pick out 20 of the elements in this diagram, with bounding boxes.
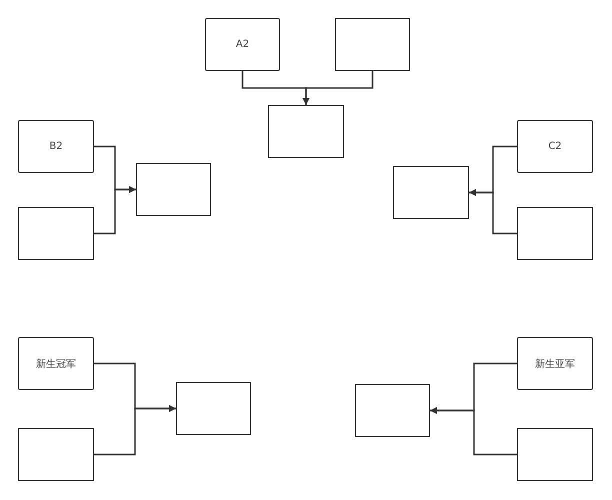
- empty-box: [517, 428, 593, 481]
- empty-box: [393, 166, 469, 219]
- empty-box: [18, 207, 94, 260]
- process-box: A2: [205, 18, 280, 71]
- connector-arrow: [94, 186, 136, 234]
- connector-arrow: [430, 407, 517, 456]
- connector-arrow: [469, 189, 517, 234]
- process-box: C2: [517, 120, 593, 173]
- process-box: 新生亚军: [517, 337, 593, 390]
- empty-box: [355, 384, 430, 437]
- empty-box: [136, 163, 211, 216]
- empty-box: [335, 18, 410, 71]
- empty-box: [517, 207, 593, 260]
- empty-box: [176, 382, 251, 435]
- connector-arrow: [302, 71, 374, 105]
- process-box: B2: [18, 120, 94, 173]
- empty-box: [268, 105, 344, 158]
- connector-arrow: [94, 405, 176, 456]
- empty-box: [18, 428, 94, 481]
- process-box: 新生冠军: [18, 337, 94, 390]
